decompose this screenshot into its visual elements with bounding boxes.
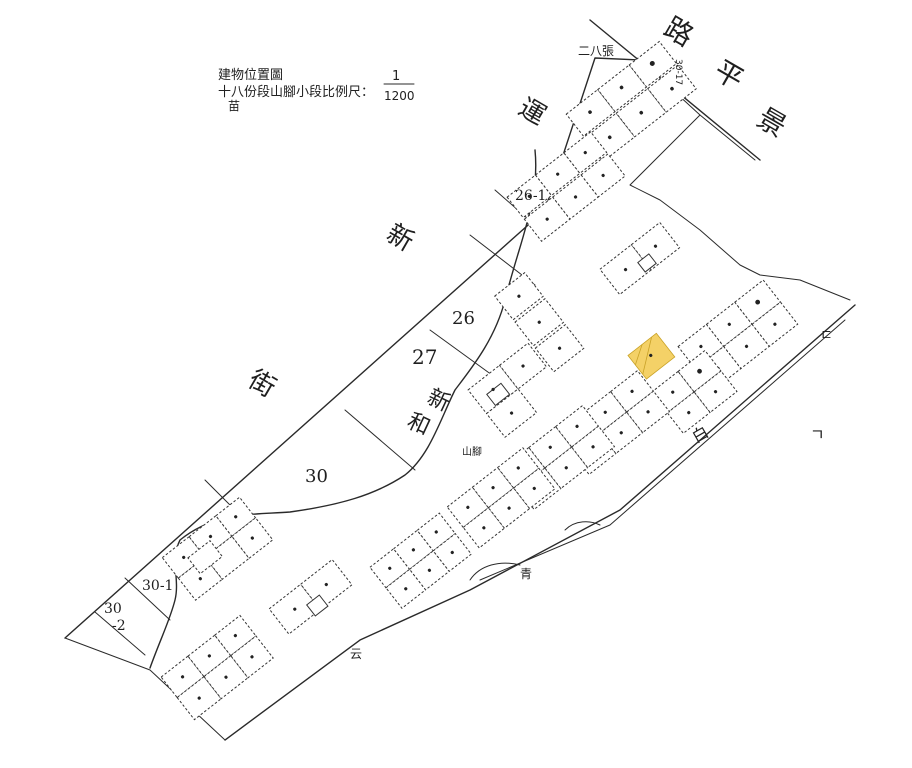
lot-label-top: 二八張 <box>578 44 614 58</box>
lot-label-30-1: 30-1 <box>142 578 173 594</box>
curve-bottom-2 <box>564 521 601 531</box>
small-place-mark: 山腳 <box>462 446 482 458</box>
boundary-lower-right-inner <box>479 319 846 581</box>
title-line-1: 建物位置圖 <box>218 68 283 83</box>
map-title-block: 建物位置圖 十八份段山腳小段比例尺： 苗 1 1200 <box>218 68 415 113</box>
road-label-upper-left: 運 <box>513 93 551 132</box>
road-label-right-far: ㄱ <box>810 425 825 444</box>
lot-label-30-2-bottom: -2 <box>112 618 126 634</box>
building-cluster-left-mid <box>494 271 585 373</box>
road-label-middle-1: 新 <box>423 385 454 417</box>
building-cluster-bottom-left <box>160 614 274 721</box>
parcel-boundaries <box>64 19 856 741</box>
lot-line-30 <box>344 409 416 471</box>
bottom-mark-2: 云 <box>350 647 362 661</box>
boundary-upper-left <box>64 57 641 639</box>
title-line-2: 十八份段山腳小段比例尺： <box>218 85 374 100</box>
title-line-3: 苗 <box>228 99 240 113</box>
highlighted-unit <box>627 332 676 380</box>
building-cluster-lower <box>446 447 556 549</box>
lot-label-30-2-top: 30 <box>104 601 122 617</box>
boundary-right-irregular <box>629 114 851 301</box>
road-label-top-2: 平 <box>709 54 750 97</box>
building <box>305 594 329 617</box>
road-label-top-1: 路 <box>659 11 700 54</box>
lot-label-30: 30 <box>305 466 328 487</box>
building-cluster-left-27 <box>467 342 548 438</box>
lot-label-27: 27 <box>412 345 437 369</box>
lot-line-27 <box>429 329 493 376</box>
lot-label-26-1: 26-1 <box>515 188 546 204</box>
lot-label-top-small: 30-17 <box>673 59 683 85</box>
building-cluster-bottom-mid <box>369 512 472 609</box>
scale-denominator: 1200 <box>384 89 415 103</box>
bottom-mark-1: 青 <box>520 567 532 581</box>
boundary-left-bottom <box>64 637 226 741</box>
building-cluster-bottom-left-center <box>268 558 353 635</box>
scale-numerator: 1 <box>392 69 400 84</box>
lot-label-26: 26 <box>452 308 475 329</box>
building-cluster-center-top <box>599 221 681 296</box>
building <box>187 539 223 575</box>
building <box>204 535 250 580</box>
boundary-lower-right <box>224 304 856 741</box>
road-label-left-2: 街 <box>243 365 281 404</box>
lot-line-30-2 <box>124 577 171 621</box>
lot-line-30-2b <box>94 611 146 656</box>
road-label-left-1: 新 <box>381 219 419 258</box>
curve-bottom-1 <box>469 562 521 581</box>
road-label-right-top: ㄷ <box>820 328 833 344</box>
building <box>637 253 657 273</box>
road-label-top-3: 景 <box>751 101 792 144</box>
building-cluster-30-1 <box>161 496 274 601</box>
road-label-middle-2: 和 <box>403 409 434 441</box>
